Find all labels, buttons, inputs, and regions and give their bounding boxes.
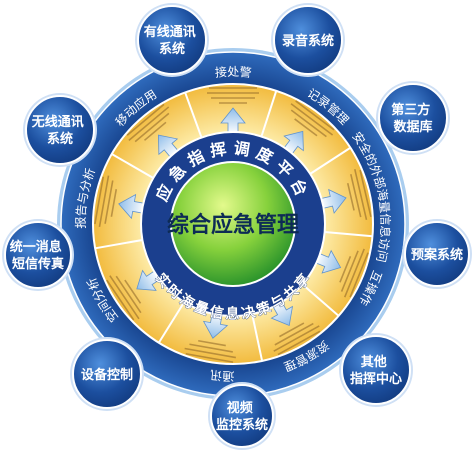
satellite-device-control: 设备控制 [70, 337, 144, 411]
satellite-circle [379, 84, 447, 152]
satellite-video-surveillance-system: 视频 监控系统 [208, 382, 276, 450]
satellite-label: 设备控制 [81, 367, 133, 383]
center-title: 综合应急管理 [167, 212, 299, 238]
satellite-circle [211, 385, 273, 447]
satellite-contingency-plan-system: 预案系统 [402, 219, 472, 289]
satellite-label: 预案系统 [411, 247, 463, 263]
satellite-recording-system: 录音系统 [271, 3, 345, 77]
satellite-third-party-database: 第三方 数据库 [376, 81, 450, 155]
satellite-circle [26, 96, 94, 164]
satellite-label: 录音系统 [282, 33, 334, 49]
satellite-circle [138, 6, 206, 74]
satellite-other-command-center: 其他 指挥中心 [339, 333, 413, 407]
ring-label-text: 接处警 [214, 64, 252, 80]
satellite-wired-communication-system: 有线通讯 系统 [135, 3, 209, 77]
satellite-circle [342, 336, 410, 404]
ring-label-call-handling: 接处警 [214, 64, 252, 80]
satellite-unified-messaging-sms-fax: 统一消息 短信传真 [2, 219, 74, 291]
satellite-circle [5, 222, 71, 288]
satellite-wireless-communication-system: 无线通讯 系统 [23, 93, 97, 167]
